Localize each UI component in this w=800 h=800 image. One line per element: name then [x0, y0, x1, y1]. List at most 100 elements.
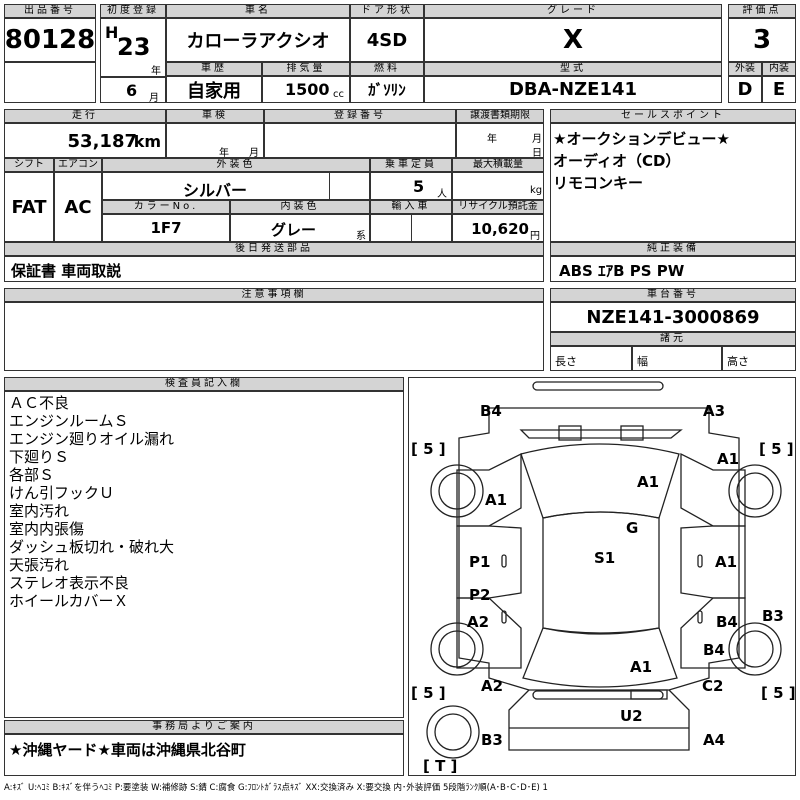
dims-label: 諸元 — [550, 332, 796, 346]
inspector-note: ダッシュ板切れ・破れ大 — [9, 538, 175, 556]
rear-lamp-right — [630, 689, 668, 700]
score: 3 — [728, 18, 796, 62]
wheel-rear-right — [728, 622, 782, 676]
inspector-note: ステレオ表示不良 — [9, 574, 130, 592]
spare-tire-inner — [434, 713, 472, 751]
history-label: 車歴 — [166, 62, 262, 76]
shift: FAT — [4, 172, 54, 242]
mark-S1: S1 — [594, 549, 615, 567]
mileage-box: 53,187 km — [4, 123, 166, 158]
car-diagram: B4 A3 A1 A1 A1 G S1 P1 A1 P2 A2 B4 B3 B4… — [411, 381, 795, 775]
mark-B4: B4 — [716, 613, 738, 631]
capacity-label: 乗車定員 — [370, 158, 452, 172]
mark-A4: A4 — [703, 731, 725, 749]
office-message: ★沖縄ヤード★車両は沖縄県北谷町 — [9, 741, 246, 759]
front-light-right — [620, 425, 644, 441]
rear-window — [522, 627, 678, 688]
transfer-box: 年 月 日 — [456, 123, 544, 159]
ext-color-box: シルバー — [102, 172, 370, 200]
persons-unit: 人 — [437, 189, 447, 200]
year-unit: 年 — [151, 66, 161, 77]
door-type: 4SD — [350, 18, 424, 62]
mark-B4: B4 — [480, 402, 502, 420]
recycle: 10,620 — [471, 220, 529, 238]
door-handle-right-rear — [697, 610, 703, 624]
inspector-note: エンジンルームＳ — [9, 412, 129, 430]
mileage: 53,187 — [67, 131, 137, 152]
first-reg-month: 6 — [126, 81, 138, 100]
mark-A1: A1 — [485, 491, 507, 509]
lot-no: 80128 — [4, 18, 96, 62]
width-cell: 幅 — [632, 346, 722, 371]
ext-color-label: 外装色 — [102, 158, 370, 172]
fuel: ｶﾞｿﾘﾝ — [350, 76, 424, 103]
capacity: 5 — [413, 177, 425, 196]
mileage-label: 走行 — [4, 109, 166, 123]
tire-labels: [ 5 ] [ 5 ] [ 5 ] [ 5 ] [ T ] — [411, 440, 795, 775]
inspector-note: エンジン廻りオイル漏れ — [9, 430, 175, 448]
mark-B4: B4 — [703, 641, 725, 659]
int-color-label: 内装色 — [230, 200, 370, 214]
door-handle-left-rear — [501, 610, 507, 624]
inspection-label: 車検 — [166, 109, 264, 123]
rear-bumper — [532, 690, 664, 700]
sales-point-item: リモコンキー — [553, 174, 644, 192]
door-label: ドア形状 — [350, 4, 424, 18]
mark-B3: B3 — [762, 607, 784, 625]
inspector-note: 室内内張傷 — [9, 520, 85, 538]
aircon-label: エアコン — [54, 158, 102, 172]
later-parts: 保証書 車両取説 — [11, 262, 122, 280]
tire-rear-left-label: [ 5 ] — [411, 684, 446, 702]
inspector-label: 検査員記入欄 — [4, 377, 404, 391]
wheel-front-right-inner — [736, 472, 774, 510]
inspector-note: けん引フックＵ — [9, 484, 115, 502]
mark-P2: P2 — [469, 586, 490, 604]
chassis-label: 車台番号 — [550, 288, 796, 302]
sales-point-item: ★オークションデビュー★ — [553, 130, 730, 148]
hood-line — [519, 429, 683, 439]
mark-C2: C2 — [702, 677, 723, 695]
kg-unit: kg — [530, 185, 543, 196]
left-rear-quarter — [456, 597, 522, 669]
transfer-day-unit: 日 — [532, 148, 542, 159]
interior-grade: E — [762, 76, 796, 103]
transfer-label: 譲渡書類期限 — [456, 109, 544, 123]
mark-A3: A3 — [703, 402, 725, 420]
damage-marks: B4 A3 A1 A1 A1 G S1 P1 A1 P2 A2 B4 B3 B4… — [467, 402, 784, 749]
reg-no-label: 登録番号 — [264, 109, 456, 123]
sales-points-list: ★オークションデビュー★ オーディオ（CD） リモコンキー — [550, 123, 796, 242]
yen-unit: 円 — [530, 231, 540, 242]
later-parts-box: 保証書 車両取説 — [4, 256, 544, 282]
mark-A2: A2 — [467, 613, 489, 631]
kei-unit: 系 — [356, 231, 366, 242]
height-cell: 高さ — [722, 346, 796, 371]
mark-U2: U2 — [620, 707, 643, 725]
interior-label: 内装 — [762, 62, 796, 76]
roof — [542, 511, 660, 634]
mark-A1: A1 — [637, 473, 659, 491]
inspection-month-unit: 月 — [249, 148, 259, 159]
model-label: 型式 — [424, 62, 722, 76]
tire-front-right-label: [ 5 ] — [759, 440, 794, 458]
mark-A1: A1 — [717, 450, 739, 468]
color-no: 1F7 — [102, 214, 230, 242]
equipment-box: ABS ｴｱB PS PW — [550, 256, 796, 282]
int-color: グレー — [271, 221, 317, 239]
inspector-note: ＡＣ不良 — [9, 394, 70, 412]
grade: X — [424, 18, 722, 62]
equipment: ABS ｴｱB PS PW — [559, 262, 685, 280]
inspector-note: ホイールカバーＸ — [9, 592, 129, 610]
ext-color: シルバー — [183, 181, 248, 200]
spare-tire — [426, 705, 480, 759]
right-rear-quarter — [680, 597, 746, 669]
import-divider — [411, 215, 412, 241]
inspector-note: 室内汚れ — [9, 502, 70, 520]
caution-label: 注意事項欄 — [4, 288, 544, 302]
grade-label: グレード — [424, 4, 722, 18]
spare-tire-label: [ T ] — [423, 757, 457, 775]
aircon: AC — [54, 172, 102, 242]
mark-G: G — [626, 519, 638, 537]
transfer-month-unit: 月 — [532, 134, 542, 145]
first-reg-label: 初度登録 — [100, 4, 166, 18]
score-label: 評価点 — [728, 4, 796, 18]
